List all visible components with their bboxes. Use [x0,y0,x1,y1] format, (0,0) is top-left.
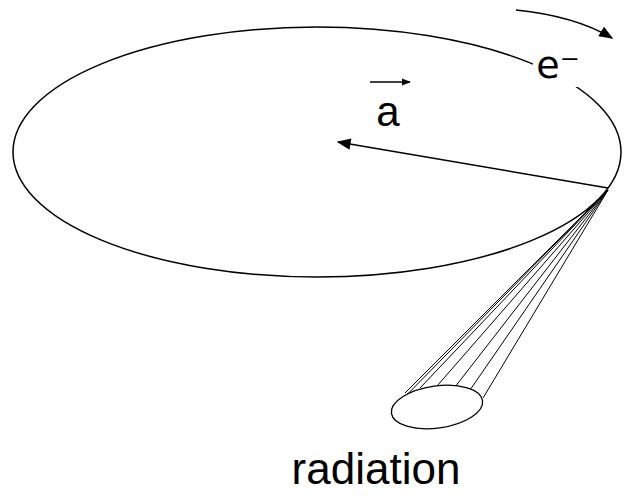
vector-arrow [370,81,410,83]
orbit-ellipse [13,27,621,277]
acceleration-line [338,142,608,188]
acceleration-label: a [373,89,402,135]
radiation-cone [389,190,608,434]
motion-arrow [516,10,612,38]
electron-label: e⁻ [533,45,582,87]
radiation-label: radiation [289,445,464,493]
